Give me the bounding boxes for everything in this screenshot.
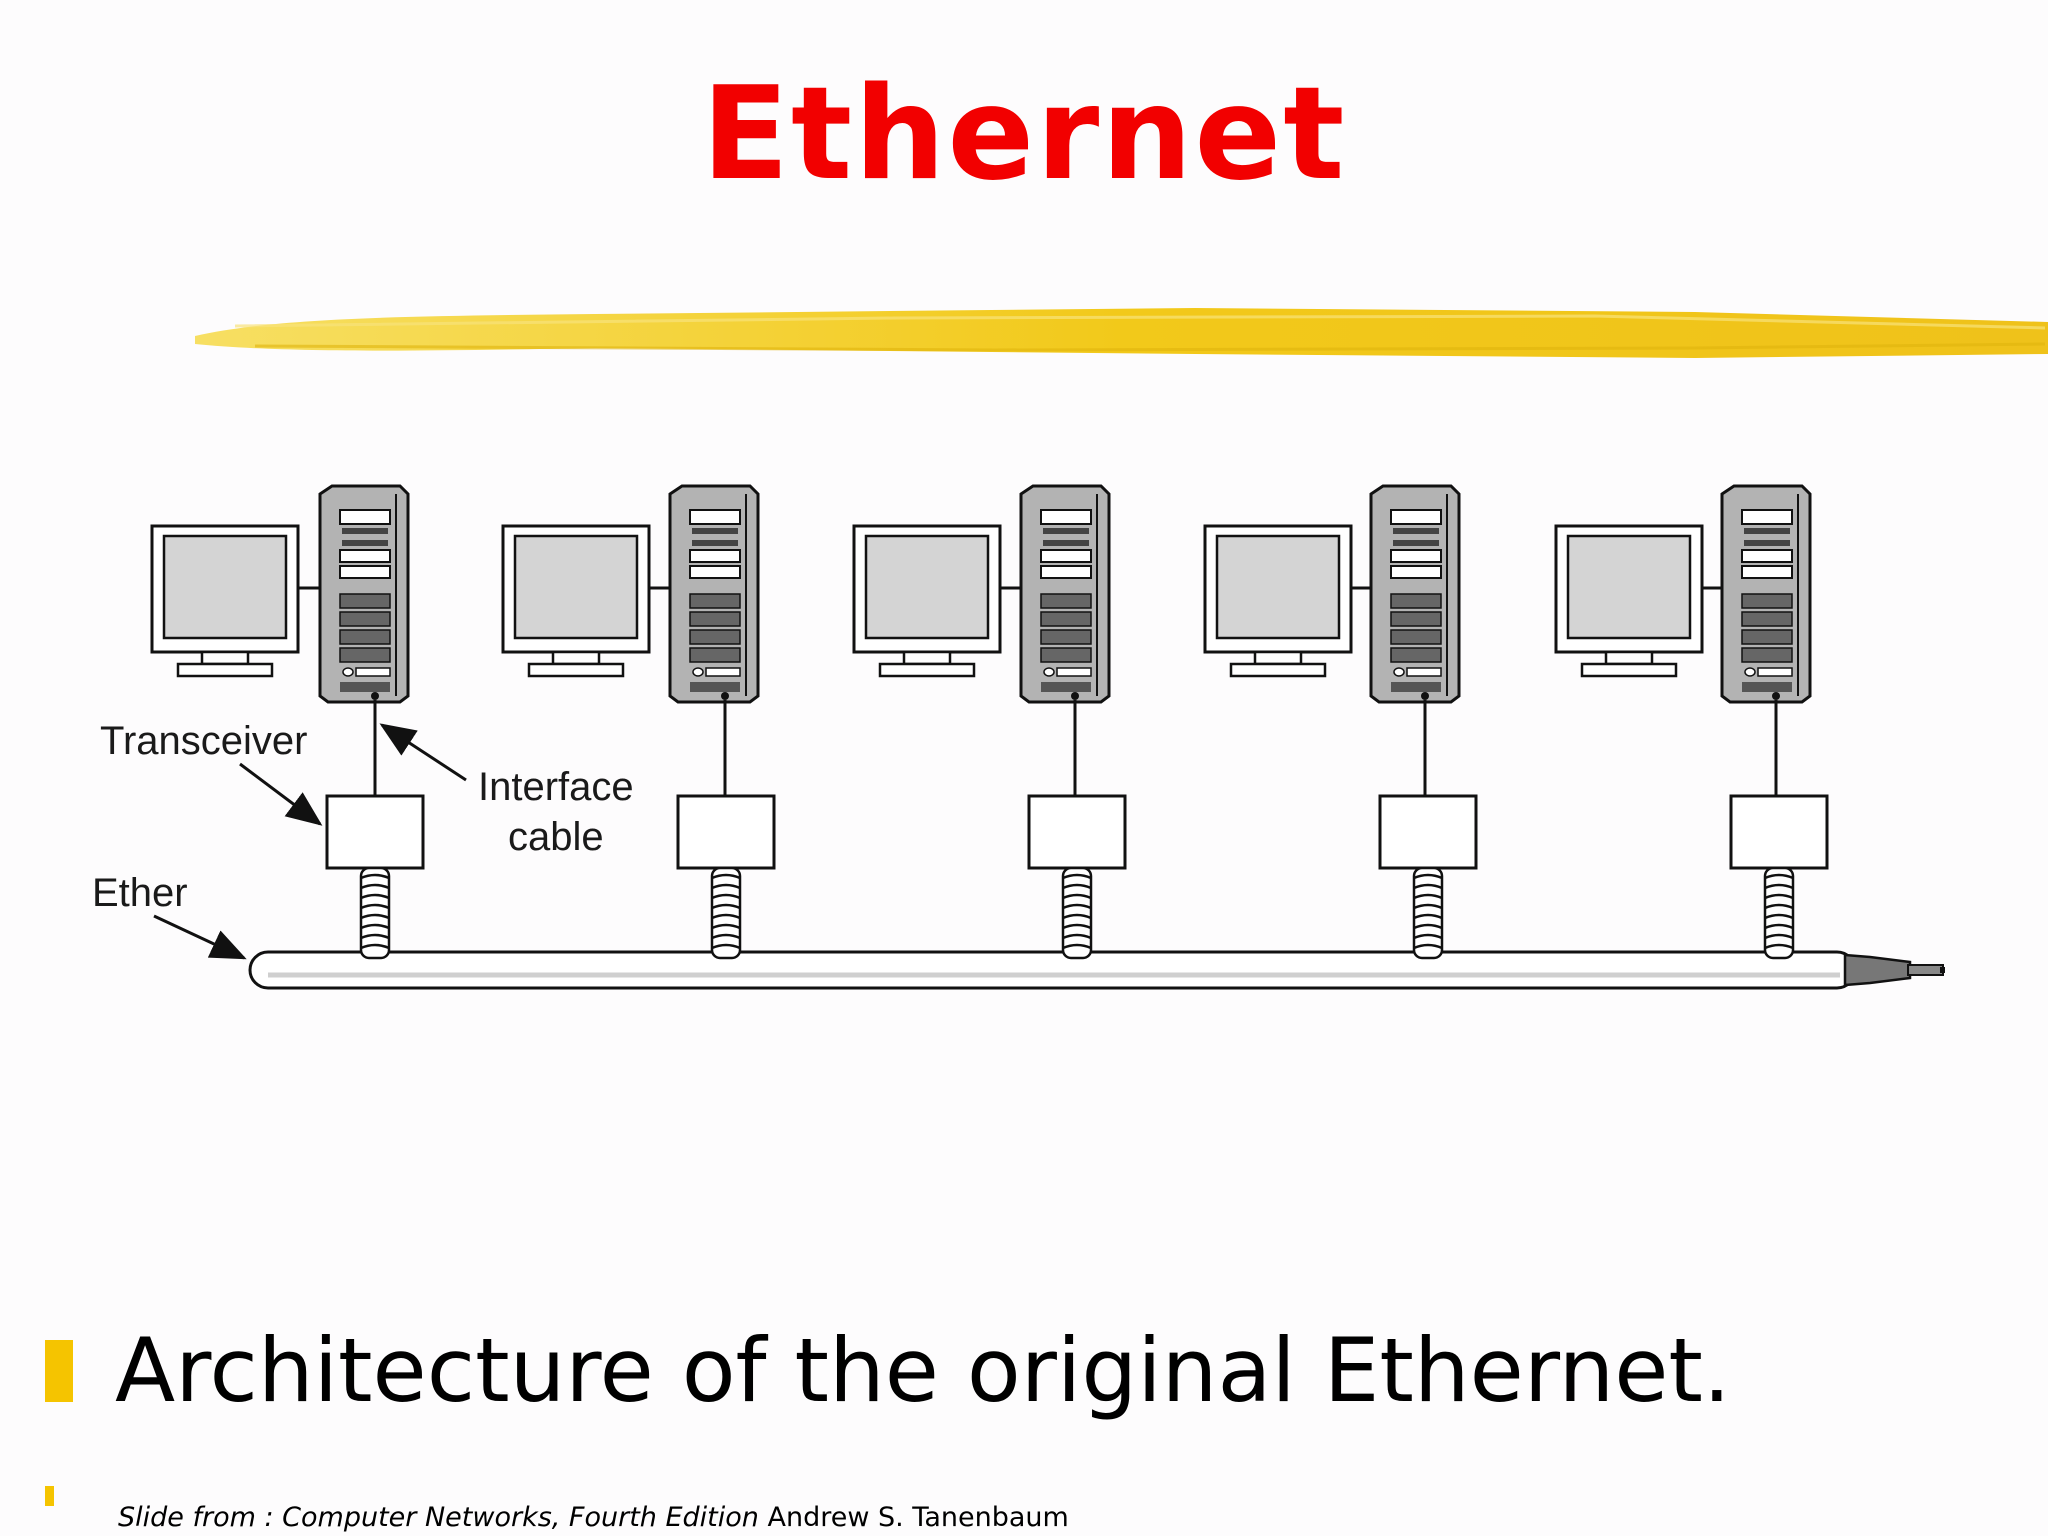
bullet-marker [45, 1340, 73, 1402]
monitor-icon [1203, 524, 1353, 678]
transceiver-label: Transceiver [100, 719, 307, 763]
interface-cable-label-line1: Interface [478, 765, 634, 809]
interface-cable-label-line2: cable [508, 815, 604, 859]
station-1 [150, 484, 425, 960]
transceiver-box [676, 794, 776, 870]
transceiver-box [1378, 794, 1478, 870]
transceiver-box [1729, 794, 1829, 870]
title-underline-brushstroke [195, 308, 2048, 358]
station-3 [852, 484, 1127, 960]
computer-tower-icon [318, 484, 410, 704]
monitor-icon [150, 524, 300, 678]
credit-author: Andrew S. Tanenbaum [758, 1502, 1069, 1533]
ether-cable [248, 950, 1945, 990]
ether-arrow [153, 914, 247, 960]
transceiver-box [1027, 794, 1127, 870]
computer-tower-icon [1369, 484, 1461, 704]
computer-tower-icon [668, 484, 760, 704]
ether-label: Ether [92, 871, 188, 915]
station-5 [1554, 484, 1829, 960]
transceiver-arrow [239, 762, 323, 826]
sub-bullet-marker [45, 1486, 54, 1506]
credit-source: Slide from : Computer Networks, Fourth E… [118, 1502, 759, 1533]
interface-cable-arrow [379, 723, 467, 782]
slide-title: Ethernet [701, 60, 1347, 209]
bullet-text: Architecture of the original Ethernet. [115, 1319, 1731, 1422]
computer-tower-icon [1019, 484, 1111, 704]
monitor-icon [501, 524, 651, 678]
monitor-icon [852, 524, 1002, 678]
monitor-icon [1554, 524, 1704, 678]
transceiver-box [325, 794, 425, 870]
computer-tower-icon [1720, 484, 1812, 704]
slide-credit: Slide from : Computer Networks, Fourth E… [118, 1502, 1069, 1534]
station-2 [501, 484, 776, 960]
station-4 [1203, 484, 1478, 960]
